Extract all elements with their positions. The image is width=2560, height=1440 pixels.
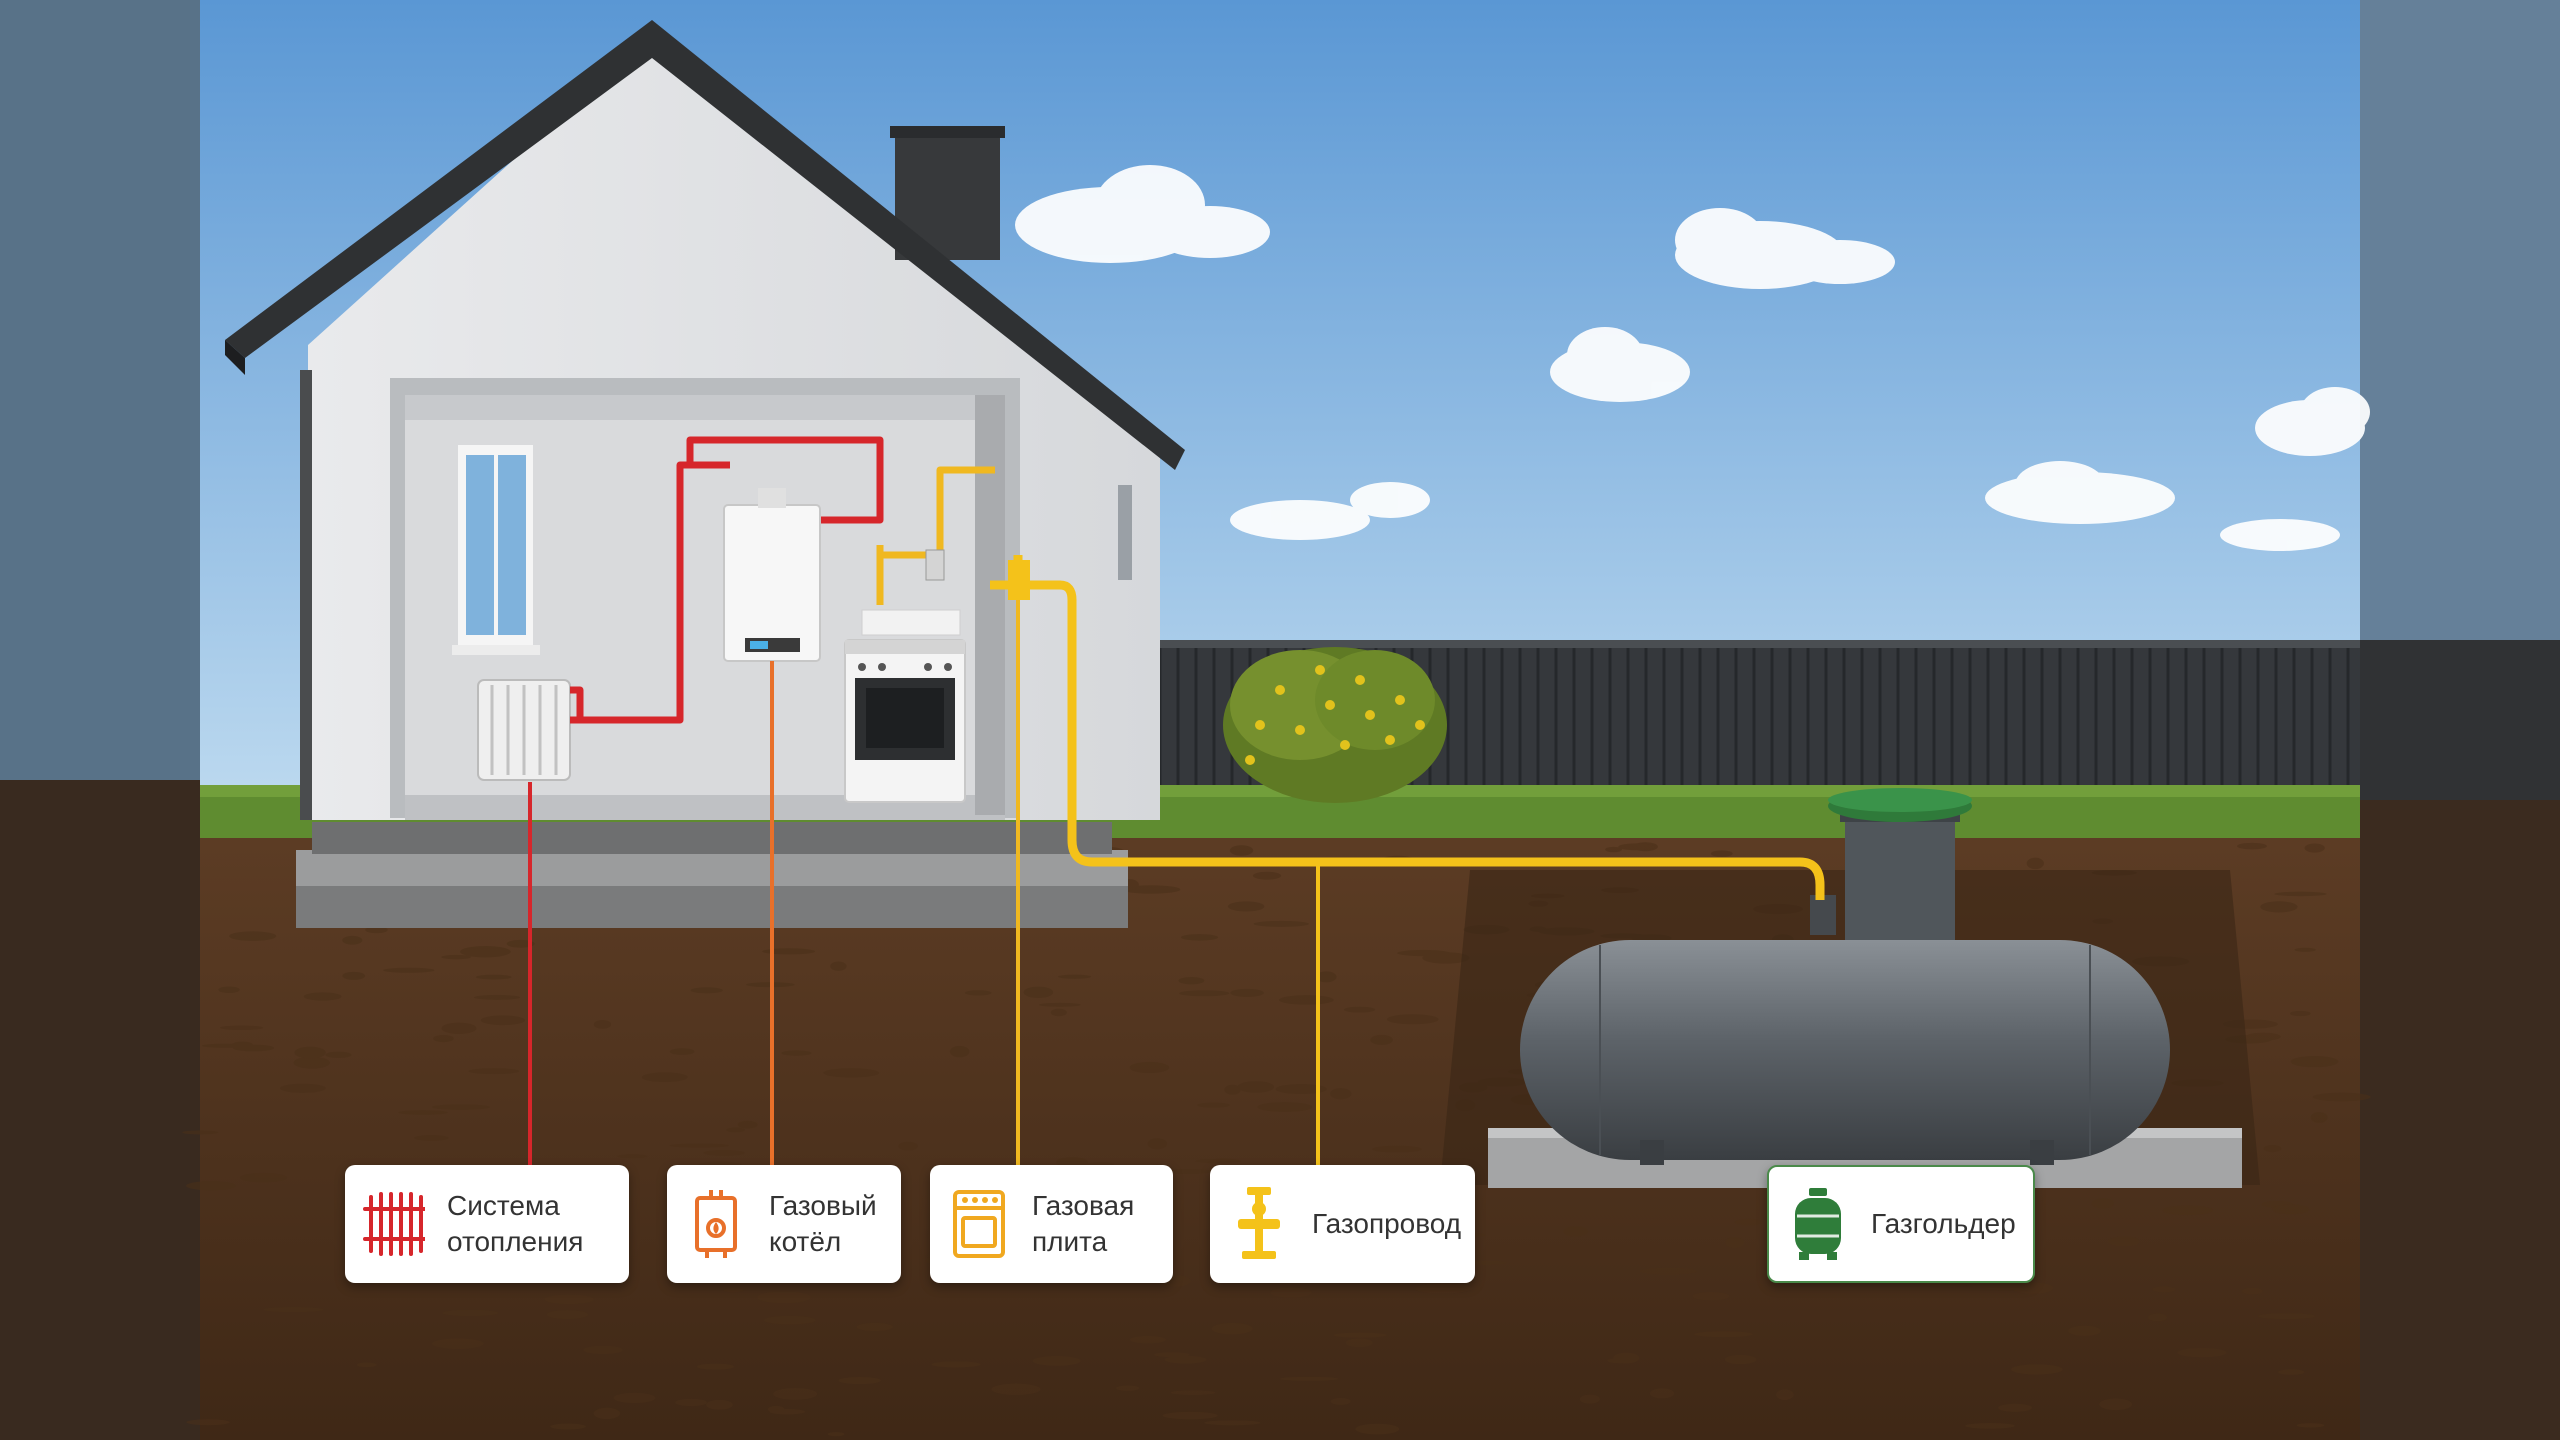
bush [1223, 647, 1447, 803]
label-gas-tank: Газгольдер [1767, 1165, 2035, 1283]
label-gas-boiler: Газовый котёл [667, 1165, 901, 1283]
main-illustration [182, 0, 2371, 1440]
right-blur-panel [2360, 0, 2560, 1440]
radiator [477, 679, 571, 781]
label-gas-stove: Газовая плита [930, 1165, 1173, 1283]
gas-boiler [723, 488, 821, 662]
label-tank-text: Газгольдер [1871, 1208, 2016, 1239]
label-gas-pipeline: Газопровод [1210, 1165, 1475, 1283]
house-foundation [296, 822, 1128, 928]
leader-lines [528, 600, 1320, 1165]
stove-icon [948, 1185, 1010, 1263]
label-heating-system: Система отопления [345, 1165, 629, 1283]
boiler-icon [685, 1185, 747, 1263]
left-blur-panel [0, 0, 200, 1440]
label-heating-text: Система отопления [447, 1190, 584, 1257]
clouds [1015, 165, 2370, 551]
label-pipeline-text: Газопровод [1312, 1208, 1462, 1239]
radiator-icon [363, 1185, 425, 1263]
gas-tank-icon [1787, 1185, 1849, 1263]
gas-stove [844, 609, 966, 803]
label-stove-text: Газовая плита [1032, 1190, 1135, 1257]
label-boiler-text: Газовый котёл [769, 1190, 877, 1257]
heating-pipes [570, 436, 884, 724]
gas-tank [1520, 788, 2170, 1165]
gas-valve-icon [1228, 1185, 1290, 1263]
